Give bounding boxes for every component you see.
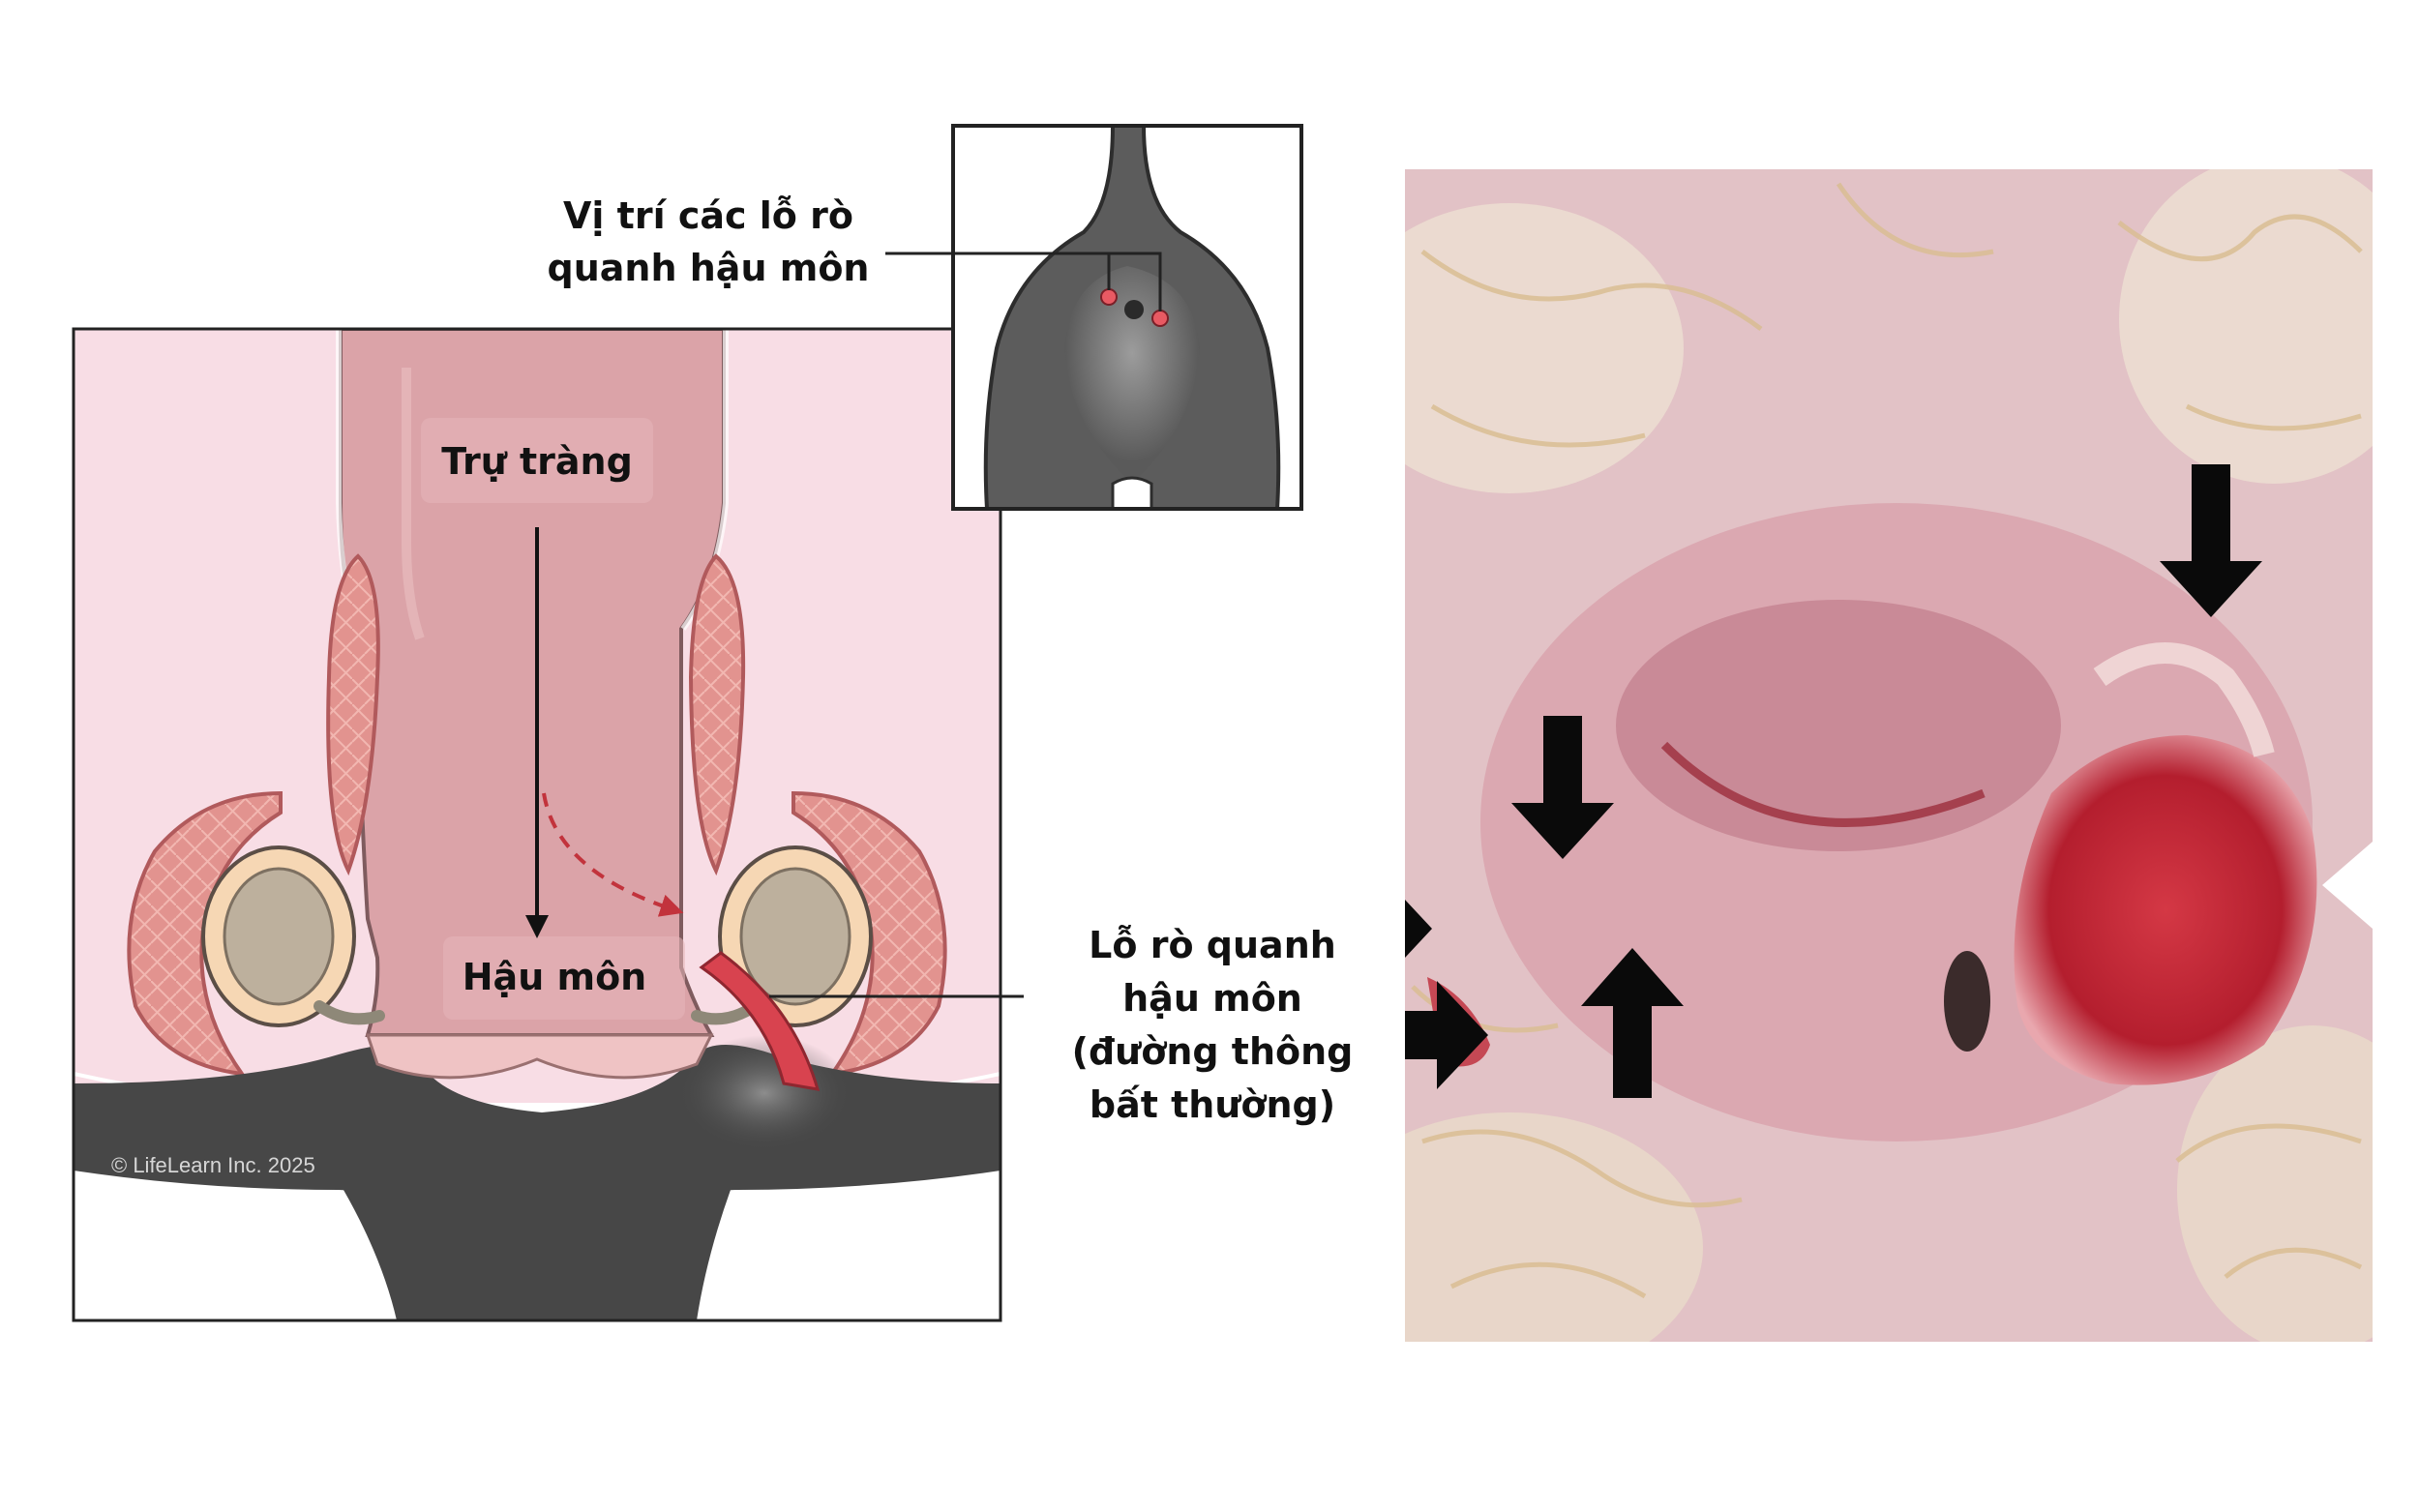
anal-sac-left: [201, 845, 385, 1027]
photo-anus-slit: [1660, 741, 1986, 827]
perianal-fistula-label-line1: Lỗ rò quanh: [1089, 924, 1336, 966]
fistula-sites-label-line2: quanh hậu môn: [548, 247, 870, 289]
muscle-left-upper: [326, 553, 380, 876]
anus-label: Hậu môn: [463, 956, 646, 998]
anus-label-box: [443, 936, 685, 1020]
photo-arrows: [1405, 464, 2373, 1098]
photo-dark-spot: [1944, 951, 1990, 1052]
tail-base: [343, 1190, 731, 1320]
photo-wound: [2014, 735, 2317, 1085]
fistula-sites-label-line1: Vị trí các lỗ rò: [563, 194, 853, 237]
sites-leader-line: [885, 252, 1162, 311]
anatomy-diagram: Trự tràng Hậu môn © LifeLearn Inc. 2025: [74, 329, 1000, 1320]
anal-canal: [365, 1033, 714, 1080]
photo-hair-bottom-left: [1405, 1112, 1703, 1342]
diagram-frame: [72, 327, 1002, 1322]
arrow-up-left: [1581, 948, 1684, 1098]
inset-anus: [1124, 300, 1144, 319]
arrow-right-bottom-left: [1405, 981, 1488, 1089]
arrow-down-top-right: [2160, 464, 2262, 617]
perianal-fistula-label-line4: bất thường): [1090, 1083, 1335, 1126]
arrow-down-left: [1511, 716, 1614, 859]
perianal-fistula-label-line3: (đường thông: [1072, 1030, 1354, 1073]
fistula-tract: [699, 951, 821, 1091]
copyright: © LifeLearn Inc. 2025: [111, 1153, 315, 1177]
inset-vulva: [1111, 476, 1153, 509]
photo-wound-rim: [2093, 642, 2275, 757]
photo-hair-bottom-right: [2177, 1025, 2373, 1342]
arrow-right-edge-left: [1405, 900, 1432, 958]
photo-hair-top-right: [2119, 169, 2373, 484]
rectum-label-box: [421, 418, 653, 503]
muscle-right-upper: [688, 553, 746, 876]
rear-view-inset: [951, 124, 1303, 511]
anal-sac-right: [691, 845, 873, 1027]
inset-fistula-dot-right: [1151, 310, 1169, 327]
photo-rectal-fold: [1616, 600, 2061, 851]
clinical-photo: [1405, 169, 2373, 1342]
photo-hair-top-left: [1405, 203, 1684, 493]
arrow-left-right-edge: [2322, 842, 2373, 929]
rectum-inner-wall: [402, 368, 425, 640]
fistula-flow-arrow: [542, 792, 684, 917]
rectum-label: Trự tràng: [441, 440, 633, 483]
inset-frame: [951, 124, 1303, 511]
perianal-fistula-label-line2: hậu môn: [1122, 977, 1302, 1020]
inset-fistula-dot-left: [1100, 288, 1118, 306]
